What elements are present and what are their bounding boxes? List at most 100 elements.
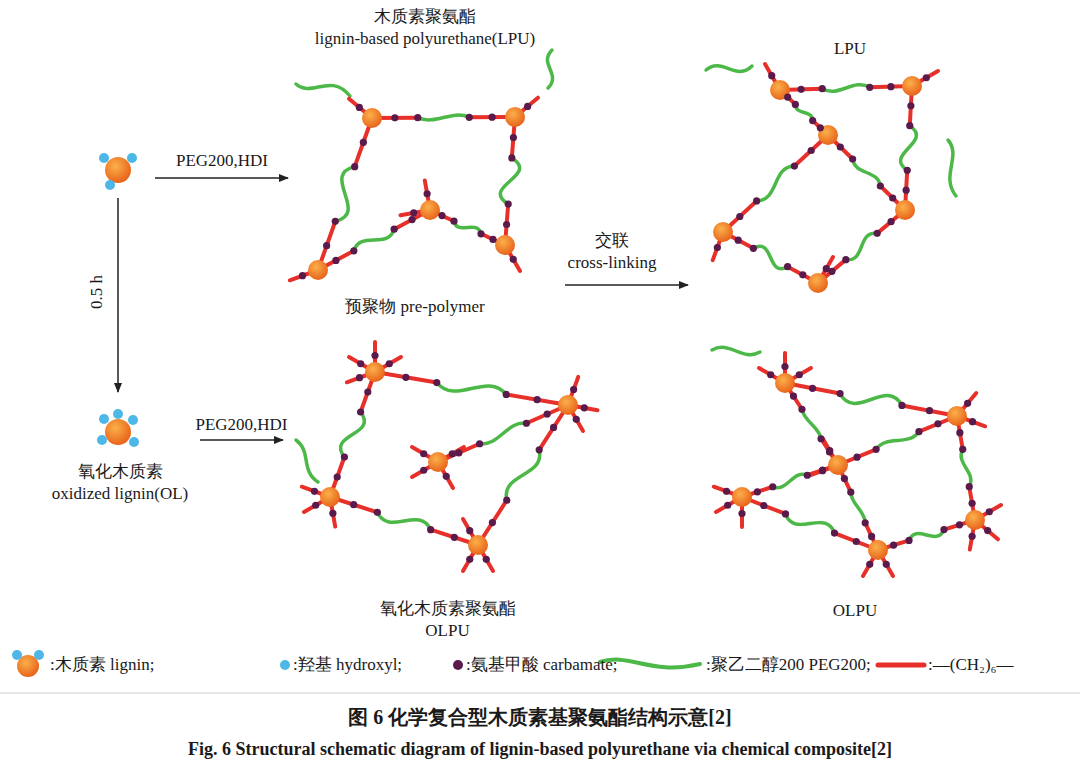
carbamate — [769, 483, 776, 490]
carbamate — [784, 94, 791, 101]
carbamate — [784, 263, 791, 270]
carbamate — [534, 396, 541, 403]
carbamate — [808, 147, 815, 154]
carbamate — [799, 271, 806, 278]
carbamate — [449, 450, 456, 457]
carbamate — [356, 374, 363, 381]
structure-label: OLPU — [425, 620, 469, 642]
carbamate — [573, 416, 580, 423]
text-holder: :羟基 hydroxyl; — [293, 654, 402, 676]
annotation: cross-linking — [568, 253, 657, 272]
carbamate — [503, 221, 510, 228]
text-holder: 图 6 化学复合型木质素基聚氨酯结构示意[2] — [348, 706, 731, 728]
lignin-cores — [713, 76, 922, 293]
carbamate — [790, 393, 797, 400]
peg-chains — [706, 66, 956, 269]
hexamethylene-links — [302, 342, 598, 571]
peg-chain — [851, 492, 865, 523]
text-holder: :木质素 lignin; — [50, 654, 154, 676]
structure-group: 木质素聚氨酯lignin-based polyurethane(LPU) — [285, 6, 565, 306]
lignin-core — [558, 395, 578, 415]
hydroxyl — [105, 180, 115, 190]
carbamate — [714, 244, 721, 251]
caption-english: Fig. 6 Structural schematic diagram of l… — [188, 739, 892, 759]
peg-tail — [296, 84, 350, 96]
text-holder: :—(CH₂)₆— — [928, 654, 1014, 676]
carbamate — [312, 502, 319, 509]
carbamate — [723, 488, 730, 495]
carbamate — [841, 475, 848, 482]
carbamate — [923, 74, 930, 81]
carbamate — [364, 388, 371, 395]
carbamate — [371, 352, 378, 359]
carbamate — [887, 83, 894, 90]
legend-hydroxyl — [12, 650, 22, 660]
carbamate — [853, 454, 860, 461]
carbamate — [550, 424, 557, 431]
peg-chain — [876, 432, 919, 450]
peg-chain — [802, 409, 821, 439]
carbamate — [847, 489, 854, 496]
lignin-cores — [308, 107, 525, 280]
peg-chain — [757, 166, 795, 201]
carbamate — [329, 510, 336, 517]
carbamate — [905, 537, 912, 544]
oxidized-lignin-icon — [97, 409, 139, 447]
peg-tail — [712, 347, 760, 354]
carbamate — [956, 429, 963, 436]
carbamate — [907, 102, 914, 109]
carbamate — [524, 103, 531, 110]
carbamate — [760, 502, 767, 509]
lignin-icon — [99, 153, 137, 190]
carbamate — [341, 453, 348, 460]
carbamate — [356, 104, 363, 111]
peg-chain — [454, 221, 481, 234]
carbamate — [849, 155, 856, 162]
reaction-arrow — [565, 284, 688, 286]
carbamate — [374, 509, 381, 516]
peg-chain — [500, 158, 519, 204]
hydroxyl — [99, 153, 109, 163]
carbamate — [332, 257, 339, 264]
carbamate — [969, 500, 976, 507]
polymer-networks — [290, 50, 1001, 576]
carbamate — [768, 72, 775, 79]
carbamate — [408, 216, 415, 223]
hydroxyl — [129, 437, 139, 447]
legend-icons — [12, 650, 924, 677]
carbamate — [819, 467, 826, 474]
carbamate — [466, 527, 473, 534]
carbamate-groups — [299, 103, 531, 279]
structure-group: 氧化木质素oxidized lignin(OL) — [40, 405, 200, 505]
peg-chain — [354, 229, 394, 251]
carbamate — [781, 363, 788, 370]
carbamate — [570, 386, 577, 393]
legend-text: :羟基 hydroxyl; — [293, 655, 402, 674]
carbamate — [959, 446, 966, 453]
carbamate — [823, 265, 830, 272]
carbamate — [969, 533, 976, 540]
lignin-core — [947, 406, 967, 426]
lignin-core — [308, 260, 328, 280]
carbamate — [350, 501, 357, 508]
carbamate — [782, 510, 789, 517]
carbamate — [427, 526, 434, 533]
lignin-core — [505, 107, 525, 127]
peg-chain — [437, 383, 506, 395]
legend-text: :聚乙二醇200 PEG200; — [706, 655, 871, 674]
carbamate — [798, 86, 805, 93]
carbamate — [476, 440, 483, 447]
peg-chain — [822, 85, 870, 92]
structure-label: oxidized lignin(OL) — [52, 483, 188, 505]
carbamate — [831, 529, 838, 536]
carbamate — [420, 467, 427, 474]
carbamate — [736, 213, 743, 220]
peg-tail — [296, 440, 318, 482]
carbamate — [853, 538, 860, 545]
legend-text: :—(CH₂)₆— — [928, 655, 1014, 674]
text-holder: :聚乙二醇200 PEG200; — [706, 654, 871, 676]
carbamate — [890, 542, 897, 549]
lignin-core — [713, 222, 733, 242]
legend-ch2 — [878, 663, 924, 668]
carbamate — [477, 230, 484, 237]
